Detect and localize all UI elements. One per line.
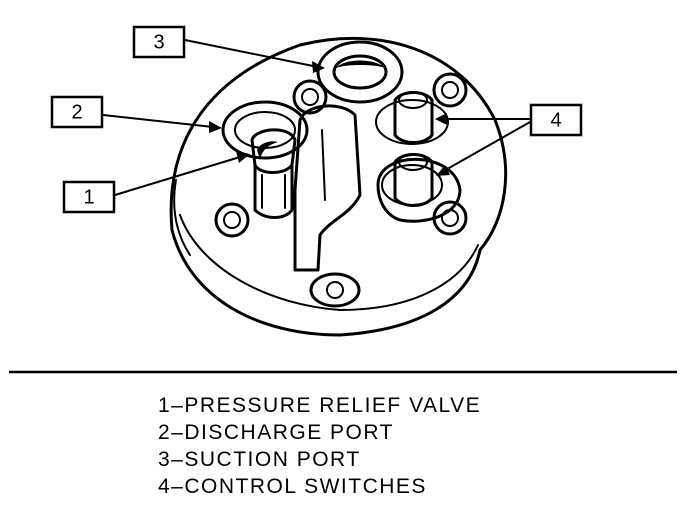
leader-1 [114, 156, 241, 196]
callout-3-number: 3 [153, 31, 164, 53]
callout-4: 4 [529, 103, 583, 137]
legend-item-1: 1–PRESSURE RELIEF VALVE [158, 394, 482, 417]
leader-lines [102, 39, 531, 196]
suction-port [316, 40, 404, 104]
bolt-boss-bottom [309, 272, 361, 308]
bolt-boss-right [432, 72, 468, 108]
legend-item-3: 3–SUCTION PORT [158, 448, 361, 471]
arrowhead-4b [436, 165, 450, 176]
callout-4-number: 4 [550, 109, 561, 131]
control-switch-lower [376, 153, 462, 223]
callout-1-number: 1 [83, 186, 94, 208]
arrowhead-3 [312, 61, 325, 73]
arrowhead-1 [236, 151, 250, 163]
pressure-relief-valve [250, 128, 297, 219]
control-switch-upper [375, 91, 449, 145]
arrowhead-2 [209, 121, 222, 133]
legend: 1–PRESSURE RELIEF VALVE 2–DISCHARGE PORT… [158, 392, 481, 500]
legend-item-2: 2–DISCHARGE PORT [158, 421, 394, 444]
leader-4b [441, 121, 531, 173]
callout-2-number: 2 [71, 101, 82, 123]
callout-3: 3 [132, 25, 186, 59]
callout-1: 1 [62, 180, 116, 214]
bolt-boss-top [292, 79, 328, 115]
compressor-head [169, 36, 508, 337]
callout-2: 2 [50, 95, 104, 129]
bolt-boss-left [214, 202, 250, 238]
leader-2 [102, 114, 214, 128]
legend-item-4: 4–CONTROL SWITCHES [158, 475, 427, 498]
arrowhead-4a [435, 113, 447, 125]
leader-3 [184, 39, 319, 68]
